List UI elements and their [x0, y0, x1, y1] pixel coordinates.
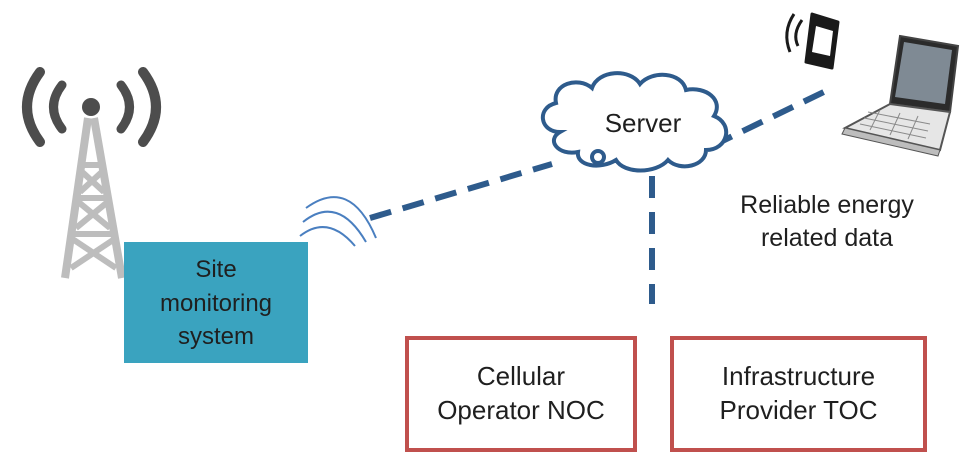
site-monitoring-box: Site monitoring system: [124, 242, 308, 363]
wireless-signal-icon: [299, 196, 377, 247]
reliable-data-label: Reliable energy related data: [740, 191, 914, 252]
laptop-icon: [841, 34, 960, 157]
cellular-operator-noc-label: Cellular Operator NOC: [437, 361, 605, 425]
antenna-tower-icon: [22, 67, 161, 279]
cloud-icon: [540, 71, 729, 173]
link-server-to-laptop: [710, 85, 834, 149]
site-monitoring-label: Site monitoring system: [159, 256, 273, 351]
infrastructure-provider-toc-label: Infrastructure Provider TOC: [719, 361, 878, 425]
infrastructure-provider-toc-box: Infrastructure Provider TOC: [670, 336, 927, 452]
link-site-to-server: [369, 161, 553, 221]
server-label: Server: [604, 108, 682, 138]
cellular-operator-noc-box: Cellular Operator NOC: [405, 336, 637, 452]
mobile-phone-icon: [785, 12, 840, 70]
